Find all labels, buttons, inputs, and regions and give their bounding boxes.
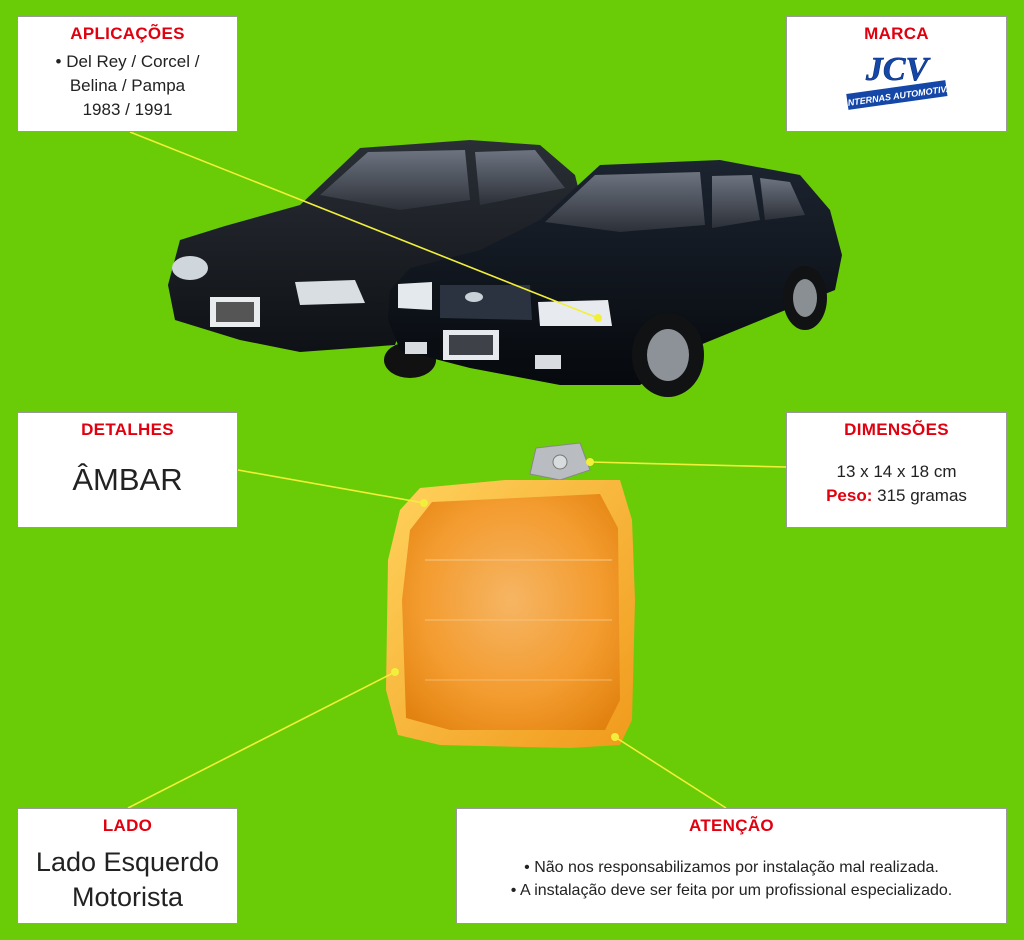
weight-line: Peso: 315 gramas <box>787 484 1006 508</box>
side-line: Lado Esquerdo <box>35 847 220 877</box>
amber-corner-lamp-image <box>386 442 635 748</box>
leader-dot <box>420 499 428 507</box>
attention-line: • A instalação deve ser feita por um pro… <box>510 882 953 899</box>
weight-value: 315 gramas <box>877 486 967 505</box>
attention-title: ATENÇÃO <box>689 816 774 835</box>
applications-line: • Del Rey / Corcel / <box>55 52 200 71</box>
applications-list: • Del Rey / Corcel / Belina / Pampa 1983… <box>18 50 237 122</box>
logo-band <box>845 80 947 110</box>
jcv-logo-icon: JCV LANTERNAS AUTOMOTIVAS <box>843 51 951 110</box>
applications-card: APLICAÇÕES • Del Rey / Corcel / Belina /… <box>17 16 238 132</box>
brand-card: MARCA JCV LANTERNAS AUTOMOTIVAS <box>786 16 1007 132</box>
leader-lines <box>127 131 787 809</box>
leader-dots <box>391 314 619 741</box>
leader-line-dimensoes <box>589 461 787 468</box>
dimensions-title: DIMENSÕES <box>844 420 949 439</box>
leader-line-detalhes <box>237 469 425 504</box>
attention-card: ATENÇÃO • Não nos responsabilizamos por … <box>456 808 1007 924</box>
leader-line-lado <box>127 671 396 809</box>
details-card: DETALHES ÂMBAR <box>17 412 238 528</box>
attention-line: • Não nos responsabilizamos por instalaç… <box>524 859 939 876</box>
brand-logo: JCV LANTERNAS AUTOMOTIVAS <box>787 50 1006 112</box>
leader-line-atencao <box>614 736 727 809</box>
applications-title: APLICAÇÕES <box>70 24 185 43</box>
details-value: ÂMBAR <box>72 462 183 497</box>
brand-title: MARCA <box>864 24 929 43</box>
dimensions-body: 13 x 14 x 18 cm Peso: 315 gramas <box>787 460 1006 508</box>
car-front-image <box>388 160 842 397</box>
dimensions-card: DIMENSÕES 13 x 14 x 18 cm Peso: 315 gram… <box>786 412 1007 528</box>
applications-line: Belina / Pampa <box>69 76 186 95</box>
attention-body: • Não nos responsabilizamos por instalaç… <box>457 856 1006 902</box>
weight-label: Peso: <box>826 486 873 505</box>
leader-line-aplicacoes <box>129 131 599 319</box>
side-title: LADO <box>102 816 153 835</box>
applications-line: 1983 / 1991 <box>82 100 173 119</box>
logo-text: JCV <box>864 51 930 88</box>
leader-dot <box>611 733 619 741</box>
details-title: DETALHES <box>81 420 174 439</box>
leader-dot <box>594 314 602 322</box>
side-card: LADO Lado Esquerdo Motorista <box>17 808 238 924</box>
side-value: Lado Esquerdo Motorista <box>18 845 237 915</box>
side-line: Motorista <box>71 882 184 912</box>
dimensions-size: 13 x 14 x 18 cm <box>836 462 957 481</box>
leader-dot <box>391 668 399 676</box>
leader-dot <box>586 458 594 466</box>
car-rear-image <box>168 140 585 378</box>
